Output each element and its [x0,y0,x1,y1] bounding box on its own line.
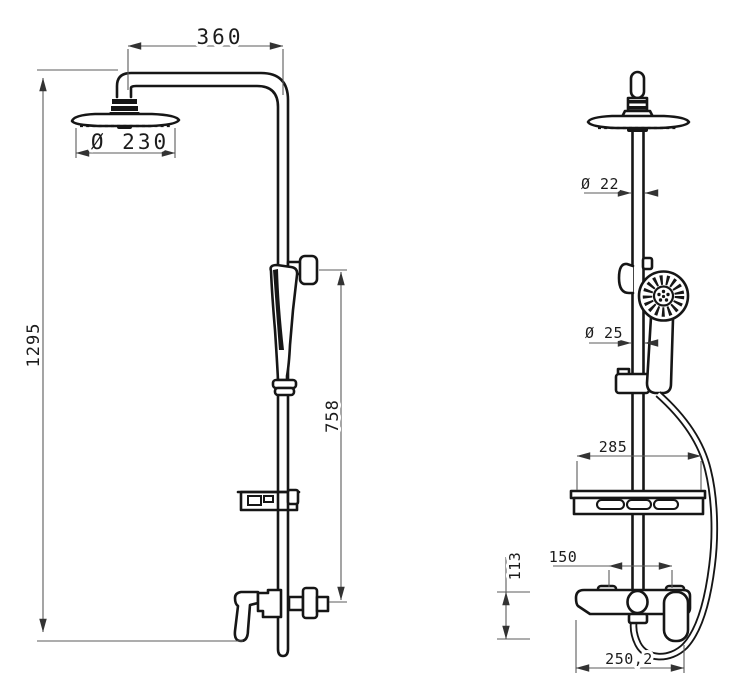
dim-upper-pipe-diameter-label: Ø 22 [581,175,619,193]
shower-arm-and-riser-pipe [115,71,290,658]
hand-shower-hook [617,262,635,295]
hand-shower-side [637,270,690,395]
spray-holes [657,289,670,302]
mixer-lever-side [662,590,690,643]
dim-head-diameter: Ø 230 [75,127,176,158]
dim-inlet-spacing-label: 150 [549,548,578,566]
dim-hand-shower-height: 758 [319,269,347,603]
dim-lower-pipe-diameter-label: Ø 25 [585,324,623,342]
rain-shower-head-side [586,114,691,132]
soap-shelf-side [569,489,707,516]
riser-pipe-side [631,126,645,591]
shower-arm-end [620,70,655,119]
dim-head-diameter-label: Ø 230 [91,130,169,154]
dim-mixer-height-label: 113 [506,552,524,581]
mixer-body [256,588,283,619]
rain-shower-head [70,112,181,129]
spray-sunburst [642,275,685,317]
soap-shelf-details [236,488,301,506]
dim-lower-pipe-diameter: Ø 25 [582,321,659,347]
hand-shower-front [269,263,299,397]
hook-tab [641,256,654,271]
hose-nut [273,386,296,397]
dim-total-height: 1295 [21,69,243,642]
dim-shelf-width: 285 [576,435,702,490]
hand-shower-grip [645,315,675,395]
dim-inlet-spacing: 150 [546,545,673,588]
mixer-lever [233,590,260,643]
dim-mixer-width-label: 250,2 [605,650,653,668]
mixer-valve-front [233,586,330,643]
wall-union [287,586,330,620]
dim-mixer-height: 113 [497,549,530,640]
dim-arm-reach-label: 360 [197,25,244,49]
dim-shelf-width-label: 285 [599,438,628,456]
dim-total-height-label: 1295 [24,323,44,368]
hose-outlet [627,612,649,625]
dim-upper-pipe-diameter: Ø 22 [578,172,659,197]
dim-hand-shower-height-label: 758 [323,399,343,433]
side-view: Ø 22 Ø 25 285 150 113 [497,70,719,673]
mixer-valve-side [574,584,692,643]
dim-mixer-width: 250,2 [575,620,685,673]
dim-arm-reach: 360 [127,22,284,95]
shower-hose [629,391,719,661]
front-view: 360 Ø 230 1295 758 [21,22,347,658]
diverter-side [626,589,649,615]
